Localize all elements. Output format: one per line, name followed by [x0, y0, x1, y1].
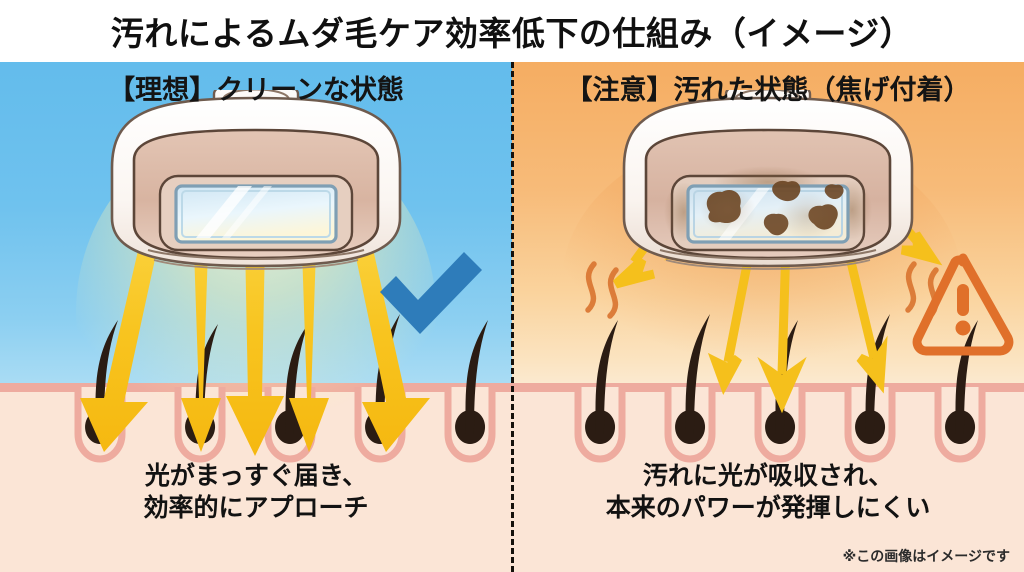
caption-line-2: 効率的にアプローチ: [143, 493, 369, 522]
hair-removal-device-clean: [110, 90, 402, 270]
glass-highlight: [196, 186, 272, 238]
heat-wisp-icons: [585, 261, 939, 319]
panel-caption-ideal: 光がまっすぐ届き、 効率的にアプローチ: [0, 460, 512, 524]
panel-warning: 【注意】汚れた状態（焦げ付着） 汚れに光が吸収され、 本来のパワーが発揮しにくい: [512, 62, 1024, 572]
footnote-disclaimer: ※この画像はイメージです: [842, 549, 1010, 565]
check-icon: [380, 252, 482, 334]
hair-removal-device-dirty: [622, 90, 914, 270]
page-title: 汚れによるムダ毛ケア効率低下の仕組み（イメージ）: [110, 14, 914, 53]
panel-divider: [511, 62, 514, 572]
panel-header-ideal: 【理想】クリーンな状態: [108, 75, 404, 106]
title-band: 汚れによるムダ毛ケア効率低下の仕組み（イメージ）: [0, 0, 1024, 62]
panel-header-warning: 【注意】汚れた状態（焦げ付着）: [565, 75, 971, 106]
warning-triangle-icon: [912, 253, 1014, 356]
caption-line-2: 本来のパワーが発揮しにくい: [605, 493, 931, 522]
caption-line-1: 汚れに光が吸収され、: [642, 461, 894, 490]
panel-caption-warning: 汚れに光が吸収され、 本来のパワーが発揮しにくい: [512, 460, 1024, 524]
caption-line-1: 光がまっすぐ届き、: [144, 461, 368, 490]
panel-ideal: 【理想】クリーンな状態 光がまっすぐ届き、 効率的にアプローチ: [0, 62, 512, 572]
